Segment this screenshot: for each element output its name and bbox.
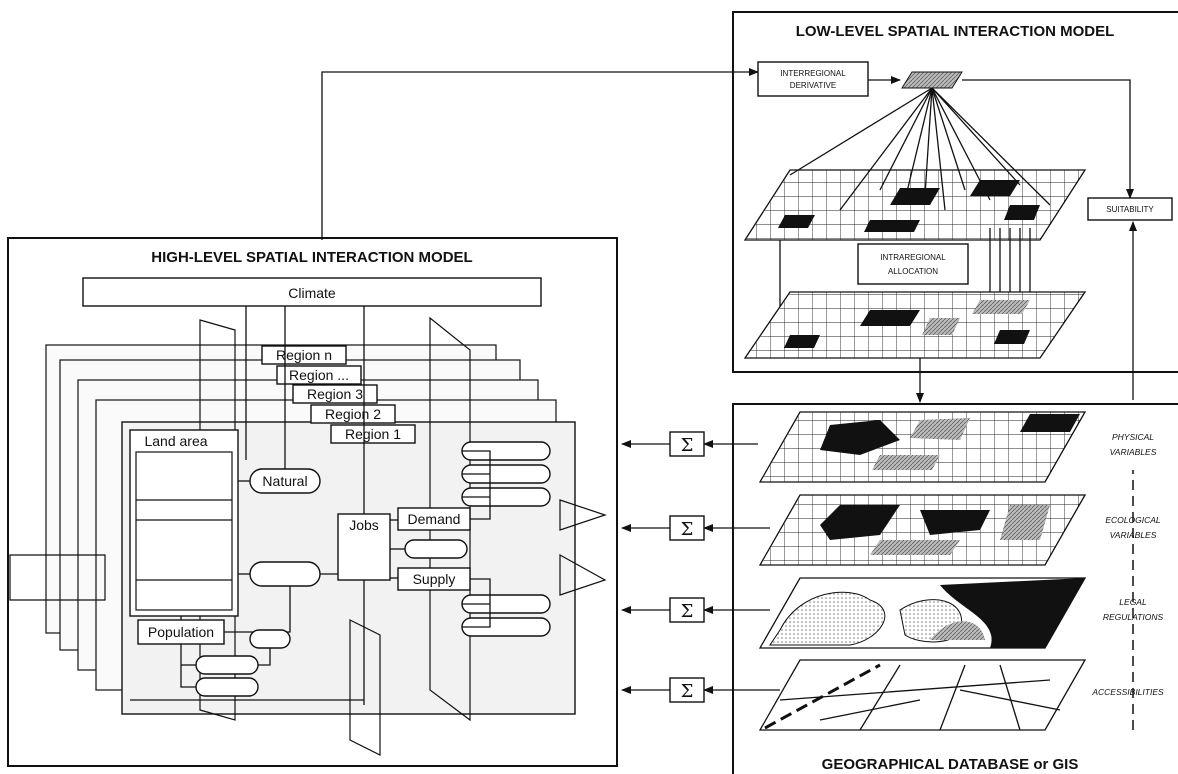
layer-blob: [1000, 505, 1050, 540]
interregional-label-1: INTERREGIONAL: [780, 69, 846, 78]
accessibility-layer: [758, 659, 1087, 731]
grid-block: [972, 300, 1030, 314]
database-title: GEOGRAPHICAL DATABASE or GIS: [822, 756, 1079, 773]
climate-bar: [82, 277, 542, 307]
region-label-3: Region 3: [307, 386, 363, 402]
grid-block: [778, 215, 815, 228]
plane-edge: [9, 554, 106, 601]
intraregional-label-1: INTRAREGIONAL: [880, 253, 946, 262]
region-tab: [261, 345, 347, 365]
legal-zone: [930, 621, 985, 640]
suitability-box: [1087, 197, 1173, 221]
aggregate-cell: [901, 71, 963, 89]
sum-box-accessibility: [669, 677, 705, 703]
population-label: Population: [148, 624, 214, 640]
connector: [180, 644, 196, 688]
interregional-derivative-box: [757, 61, 869, 97]
layer-blob: [872, 455, 940, 470]
database-frame: [732, 403, 1178, 774]
population-node: [195, 655, 259, 675]
plane-edge: [559, 553, 607, 596]
derivative-lines: [789, 87, 1051, 211]
region-tab: [310, 404, 396, 424]
region-label-2: Region 2: [325, 406, 381, 422]
intraregional-allocation-box: [857, 243, 969, 285]
grid-block: [970, 180, 1020, 196]
grid-block: [784, 335, 820, 348]
sum-symbol: Σ: [681, 519, 694, 540]
layer-blob: [920, 510, 990, 535]
high-level-title: HIGH-LEVEL SPATIAL INTERACTION MODEL: [151, 249, 472, 266]
population-node: [195, 677, 259, 697]
plane-edge: [559, 499, 607, 531]
physical-label-2: VARIABLES: [1110, 447, 1157, 457]
layer-blob: [820, 420, 900, 455]
road-network: [764, 663, 1061, 731]
grid-block: [1004, 205, 1040, 220]
lower-grid-layer: [743, 291, 1087, 359]
demand-label: Demand: [408, 511, 461, 527]
land-area-cells: [135, 451, 233, 611]
connector: [462, 450, 491, 520]
region-label-1: Region 1: [345, 426, 401, 442]
legal-zone: [769, 591, 886, 646]
landuse-node: [249, 561, 321, 587]
market-node: [404, 539, 468, 559]
low-level-model: LOW-LEVEL SPATIAL INTERACTION MODEL INTE…: [732, 11, 1178, 373]
interregional-label-2: DERIVATIVE: [790, 81, 836, 90]
grid-block: [922, 318, 960, 335]
region-label-n: Region n: [276, 347, 332, 363]
sum-symbol: Σ: [681, 601, 694, 622]
high-level-frame: [7, 237, 618, 767]
low-level-frame: [732, 11, 1178, 373]
accessibilities-label: ACCESSIBILITIES: [1091, 687, 1164, 697]
sum-symbol: Σ: [681, 681, 694, 702]
connector: [258, 648, 271, 666]
grid-block: [860, 310, 920, 326]
connector: [462, 578, 491, 628]
region-tab: [276, 365, 362, 385]
high-level-model: HIGH-LEVEL SPATIAL INTERACTION MODEL Cli…: [7, 237, 618, 767]
natural-label: Natural: [262, 473, 307, 489]
sum-box-ecological: [669, 515, 705, 541]
region-label-more: Region ...: [289, 367, 349, 383]
region-tab: [292, 384, 378, 404]
layer-blob: [1020, 414, 1080, 432]
intraregional-label-2: ALLOCATION: [888, 267, 938, 276]
layer-blob: [820, 505, 900, 540]
jobs-label: Jobs: [349, 517, 379, 533]
climate-label: Climate: [288, 285, 336, 301]
connector: [224, 586, 291, 633]
physical-label-1: PHYSICAL: [1112, 432, 1154, 442]
grid-block: [864, 220, 920, 232]
layer-blob: [910, 418, 970, 440]
sum-box-physical: [669, 431, 705, 457]
land-area-label: Land area: [144, 433, 207, 449]
population-node: [249, 629, 291, 649]
grid-block: [994, 330, 1030, 344]
arrow-to-interregional: [321, 68, 759, 240]
low-level-title: LOW-LEVEL SPATIAL INTERACTION MODEL: [796, 23, 1115, 40]
suitability-label: SUITABILITY: [1106, 205, 1154, 214]
region-tab: [330, 424, 416, 444]
sum-symbol: Σ: [681, 435, 694, 456]
arrow-cell-to-suitability: [962, 79, 1134, 199]
sum-operators: Σ Σ Σ Σ: [621, 431, 780, 703]
database-panel: PHYSICAL VARIABLES ECOLOGICAL VARIABLES …: [732, 221, 1178, 774]
grid-block: [890, 188, 940, 205]
supply-label: Supply: [413, 571, 456, 587]
layer-blob: [870, 540, 960, 555]
plane-edge: [429, 316, 471, 722]
legal-zone-dark: [940, 578, 1085, 648]
